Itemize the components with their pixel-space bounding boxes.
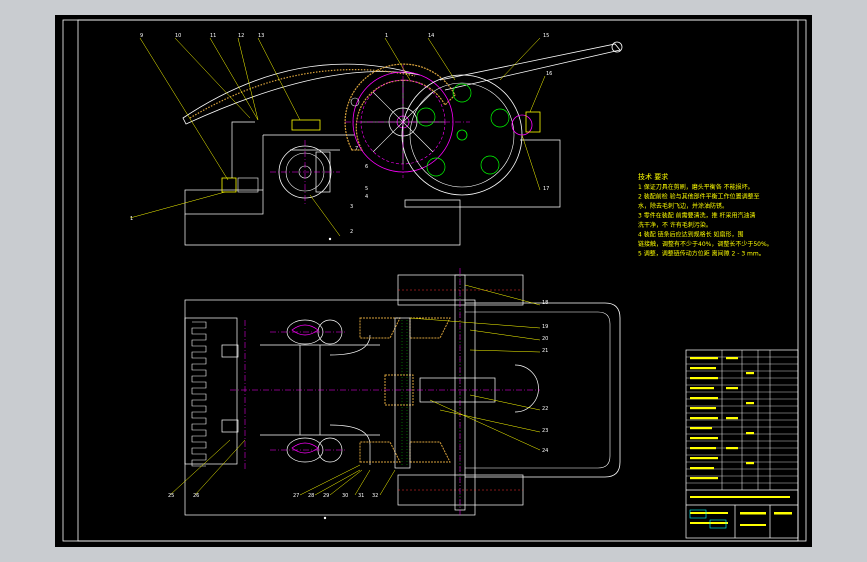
spring-coil xyxy=(191,321,207,467)
leader-label: 16 xyxy=(546,71,552,77)
leader-lines-bottom xyxy=(169,284,541,496)
base-plate xyxy=(184,189,264,215)
tech-req-line: 水，除去毛刺飞边，并涂油防锈。 xyxy=(638,202,728,210)
leader-label: 19 xyxy=(542,324,548,330)
leader-label: 9 xyxy=(140,33,143,39)
u-frame-handle-inner xyxy=(465,311,611,469)
small-pin xyxy=(350,97,360,107)
pivot-block xyxy=(525,111,541,133)
leader-label: 21 xyxy=(542,348,548,354)
leader-label: 27 xyxy=(293,493,299,499)
actuator-rod xyxy=(231,121,255,178)
leader-label: 1 xyxy=(130,216,133,222)
driven-wheel-inner xyxy=(409,82,515,188)
leader-label: 17 xyxy=(543,186,549,192)
frame-outline xyxy=(184,139,561,246)
technical-requirements: 技术 要求 1 保证刀具在剪刷，磨头平衡各 不能损坏。 2 装配前检 验与其他部件… xyxy=(638,172,773,258)
left-actuator-2 xyxy=(237,177,259,193)
side-elevation-view xyxy=(129,37,623,246)
leader-label: 13 xyxy=(258,33,264,39)
tech-req-line: 2 装配前检 验与其他部件平衡工作位置调整至 xyxy=(638,193,760,201)
leader-label: 1 xyxy=(385,33,388,39)
clamp-blocks xyxy=(291,119,321,131)
inner-frame xyxy=(77,19,799,542)
top-leader-labels: 9 10 11 12 13 1 14 15 16 17 7 6 5 4 3 2 1 xyxy=(130,33,552,235)
leader-label: 31 xyxy=(358,493,364,499)
leader-label: 20 xyxy=(542,336,548,342)
title-block xyxy=(685,349,799,539)
leader-lines-top xyxy=(129,37,546,237)
tech-req-line: 5 调整，调整链传动方位距 离间隙 2 - 3 mm。 xyxy=(638,250,765,258)
driven-wheel-holes xyxy=(416,83,510,177)
leader-label: 29 xyxy=(323,493,329,499)
parts-list-columns xyxy=(721,350,771,490)
driven-wheel-center xyxy=(456,129,468,141)
label-dots-top xyxy=(328,237,332,241)
tech-req-line: 1 保证刀具在剪刷，磨头平衡各 不能损坏。 xyxy=(638,183,754,191)
title-block-cyan xyxy=(689,509,727,529)
leader-label: 4 xyxy=(365,194,368,200)
blade-hatch xyxy=(189,69,416,119)
plan-view xyxy=(169,268,621,520)
tech-req-line: 链接触，调整有不少于40%，调整长不少于50%。 xyxy=(638,240,773,248)
u-frame-handle xyxy=(465,302,621,478)
tech-req-line: 洗干净，不 许有毛刺污染。 xyxy=(638,221,712,229)
leader-label: 26 xyxy=(193,493,199,499)
leader-label: 25 xyxy=(168,493,174,499)
label-dots-bottom xyxy=(323,516,327,520)
leader-label: 24 xyxy=(542,448,548,454)
tech-req-title: 技术 要求 xyxy=(638,172,668,181)
left-actuator xyxy=(221,177,237,193)
leader-label: 11 xyxy=(210,33,216,39)
plan-hub-hatch xyxy=(291,324,319,454)
leader-label: 22 xyxy=(542,406,548,412)
leader-label: 12 xyxy=(238,33,244,39)
handle-knob xyxy=(611,41,623,53)
leader-label: 2 xyxy=(350,229,353,235)
gear-sector-hatch xyxy=(344,63,456,151)
leader-label: 32 xyxy=(372,493,378,499)
leader-label: 28 xyxy=(308,493,314,499)
leader-label: 14 xyxy=(428,33,434,39)
tech-req-line: 3 零件在装配 前需要清洗，推 杆采用汽油清 xyxy=(638,212,756,220)
centerlines-bottom xyxy=(230,268,540,515)
parts-list-entries xyxy=(690,357,754,480)
leader-label: 10 xyxy=(175,33,181,39)
tech-req-lines: 1 保证刀具在剪刷，磨头平衡各 不能损坏。 2 装配前检 验与其他部件平衡工作位置… xyxy=(638,183,773,258)
leader-label: 18 xyxy=(542,300,548,306)
handle-lever xyxy=(439,43,621,91)
leader-label: 3 xyxy=(350,204,353,210)
leader-label: 6 xyxy=(365,164,368,170)
leader-label: 5 xyxy=(365,186,368,192)
leader-label: 30 xyxy=(342,493,348,499)
leader-label: 7 xyxy=(355,146,358,152)
bottom-leader-labels: 18 19 20 21 22 23 24 25 26 27 28 29 30 31 32 xyxy=(168,300,548,499)
leader-label: 15 xyxy=(543,33,549,39)
spring-housing xyxy=(184,317,238,465)
plan-rods xyxy=(221,334,380,465)
title-block-entries xyxy=(690,496,792,526)
leader-label: 23 xyxy=(542,428,548,434)
centerlines-top xyxy=(270,65,470,205)
half-disc xyxy=(514,364,539,413)
tech-req-line: 4 装配 链条后应达到规格长 如扇形，围 xyxy=(638,231,744,239)
